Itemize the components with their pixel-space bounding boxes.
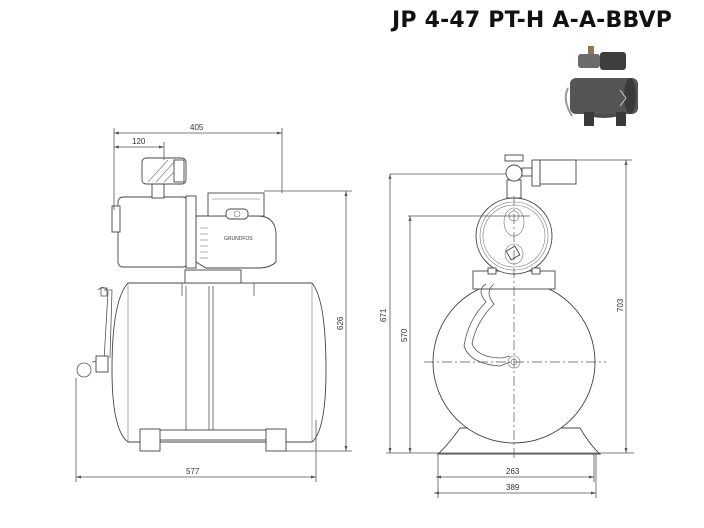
- dim-389: 389: [506, 483, 520, 492]
- dim-577: 577: [186, 467, 200, 476]
- side-view-dimensions: 405 120 626 577: [75, 123, 352, 482]
- dim-120: 120: [132, 137, 146, 146]
- brand-label: GRUNDFOS: [224, 236, 253, 242]
- front-view-drawing: [424, 154, 606, 458]
- dim-570: 570: [400, 328, 409, 342]
- dim-626: 626: [336, 316, 345, 330]
- dim-703: 703: [616, 298, 625, 312]
- product-thumbnail-image: [564, 46, 638, 126]
- front-view-dimensions: 671 570 703 263 389: [379, 159, 634, 498]
- product-title: JP 4-47 PT-H A-A-BBVP: [392, 8, 673, 33]
- dim-671: 671: [379, 308, 388, 322]
- side-view-drawing: GRUNDFOS: [76, 157, 327, 452]
- dim-405: 405: [190, 123, 204, 132]
- dim-263: 263: [506, 467, 520, 476]
